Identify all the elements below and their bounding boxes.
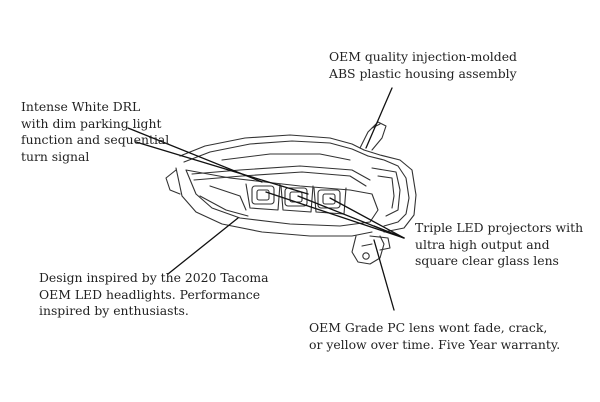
callout-line: function and sequential [21, 132, 170, 148]
leader-projector-1 [265, 191, 405, 239]
callout-line: with dim parking light [21, 115, 162, 131]
leader-housing [365, 87, 393, 149]
callout-line: Triple LED projectors with [415, 220, 584, 235]
projector-1 [251, 185, 275, 205]
leader-projector-3 [329, 197, 405, 239]
callout-lens: OEM Grade PC lens wont fade, crack, or y… [309, 320, 560, 353]
leader-projector-4 [373, 225, 405, 239]
callout-drl: Intense White DRL with dim parking light… [21, 99, 169, 165]
callout-leader-lines [127, 87, 405, 311]
callout-line: inspired by enthusiasts. [39, 303, 189, 319]
callout-housing: OEM quality injection-molded ABS plastic… [329, 49, 517, 82]
callout-design: Design inspired by the 2020 Tacoma OEM L… [39, 270, 269, 320]
callout-line: OEM quality injection-molded [329, 49, 517, 64]
callout-line: square clear glass lens [415, 253, 559, 269]
callout-line: ultra high output and [415, 236, 550, 252]
headlight-housing [165, 121, 417, 265]
leader-design [167, 217, 239, 275]
projector-2 [284, 187, 308, 207]
callout-line: or yellow over time. Five Year warranty. [309, 336, 561, 352]
leader-drl-2 [135, 141, 309, 195]
callout-projectors: Triple LED projectors with ultra high ou… [415, 220, 583, 270]
callout-line: OEM LED headlights. Performance [39, 286, 261, 302]
callout-line: Design inspired by the 2020 Tacoma [39, 270, 269, 285]
leader-lens [373, 239, 395, 311]
callout-line: OEM Grade PC lens wont fade, crack, [309, 320, 548, 335]
callout-line: Intense White DRL [21, 99, 141, 114]
callout-line: ABS plastic housing assembly [329, 65, 517, 81]
callout-line: turn signal [21, 148, 90, 164]
